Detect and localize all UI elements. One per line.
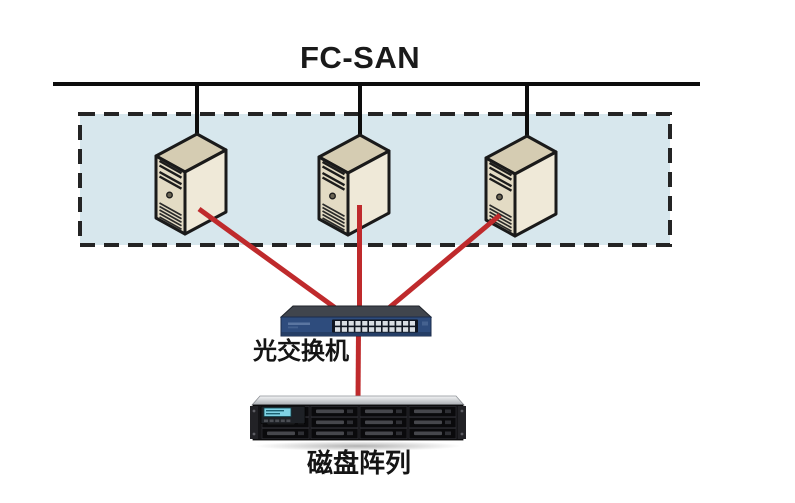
lcd-panel bbox=[260, 406, 306, 424]
fc-san-title: FC-SAN bbox=[300, 40, 421, 75]
link-switch-array bbox=[355, 329, 361, 403]
server-icon-3 bbox=[484, 134, 558, 238]
fiber-switch-label: 光交换机 bbox=[253, 337, 349, 365]
storage-array-icon bbox=[250, 395, 466, 451]
drive-bays bbox=[261, 406, 457, 440]
server-icon-2 bbox=[317, 133, 391, 237]
server-icon-1 bbox=[154, 132, 228, 236]
disk-array-label: 磁盘阵列 bbox=[307, 449, 412, 479]
network-switch-icon bbox=[280, 305, 432, 337]
